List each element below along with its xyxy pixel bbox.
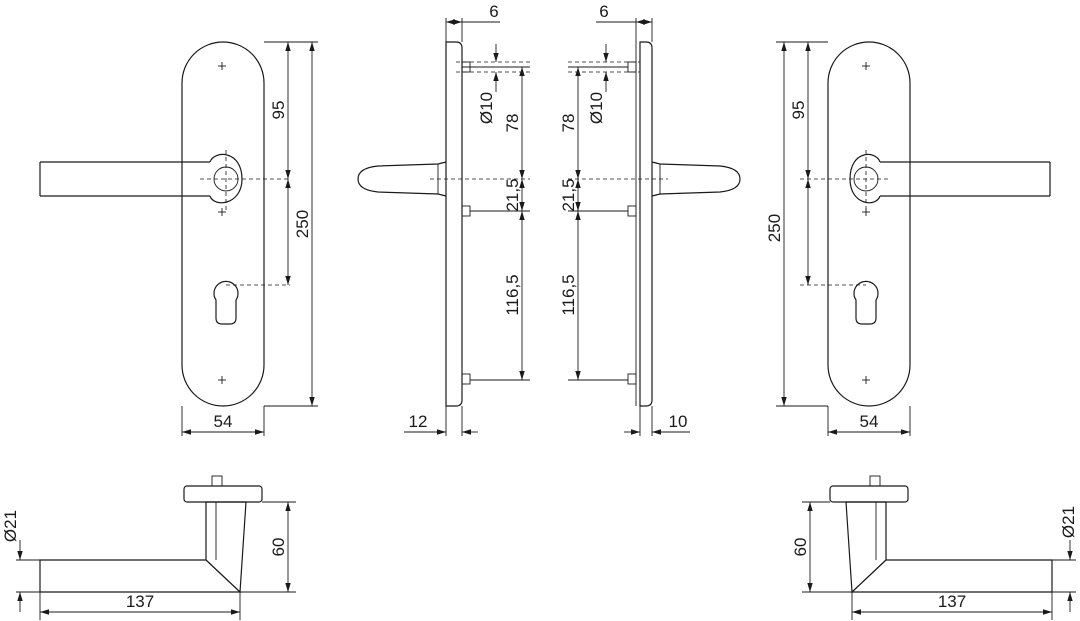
dim-d10-left: Ø10 (477, 92, 496, 124)
plate-profile (639, 41, 653, 407)
escutcheon-plate (181, 41, 265, 407)
front-view-left: 95 250 54 (39, 41, 318, 436)
lever-side (357, 161, 447, 197)
dim-d10-right: Ø10 (587, 92, 606, 124)
dim-116-5-right: 116,5 (559, 274, 578, 315)
dim-21-5-left: 21,5 (503, 178, 522, 211)
lever-side (651, 161, 741, 197)
dim-54: 54 (214, 412, 233, 431)
dim-95: 95 (269, 101, 288, 120)
escutcheon-plate (827, 41, 911, 407)
dim-78-right: 78 (559, 114, 578, 133)
rose-plate (829, 485, 909, 503)
dim-116-5-left: 116,5 (503, 274, 522, 315)
dim-250: 250 (293, 210, 312, 238)
dim-12: 12 (409, 412, 428, 431)
lever-handle (39, 161, 210, 197)
spindle-tip (211, 475, 223, 487)
dim-6-right: 6 (599, 2, 608, 21)
side-view-right: 6 Ø10 78 21,5 116,5 10 (559, 2, 741, 436)
front-view-right: 95 250 54 (765, 41, 1051, 436)
dim-6-left: 6 (489, 2, 498, 21)
dim-d21-right: Ø21 (1059, 506, 1078, 538)
dim-60-left: 60 (269, 538, 288, 557)
lever-arm (850, 559, 1053, 593)
top-view-right: Ø21 60 137 (791, 475, 1078, 620)
keyhole (213, 280, 239, 325)
dim-54: 54 (860, 412, 879, 431)
keyhole (853, 280, 879, 325)
spindle-tip (869, 475, 881, 487)
lever-handle (880, 161, 1051, 197)
top-view-left: Ø21 60 137 (1, 475, 296, 620)
dim-95: 95 (789, 101, 808, 120)
lever-arm (39, 559, 242, 593)
dim-21-5-right: 21,5 (559, 178, 578, 211)
plate-profile (445, 41, 463, 407)
dim-78-left: 78 (503, 114, 522, 133)
lever-rose (849, 154, 881, 204)
dim-137-right: 137 (938, 592, 966, 611)
dim-137-left: 137 (126, 592, 154, 611)
rose-plate (183, 485, 263, 503)
dim-60-right: 60 (791, 538, 810, 557)
dim-250: 250 (765, 214, 784, 242)
dim-10: 10 (669, 412, 688, 431)
side-view-left: 6 Ø10 78 21,5 116,5 12 (357, 2, 530, 436)
dim-d21-left: Ø21 (1, 510, 20, 542)
